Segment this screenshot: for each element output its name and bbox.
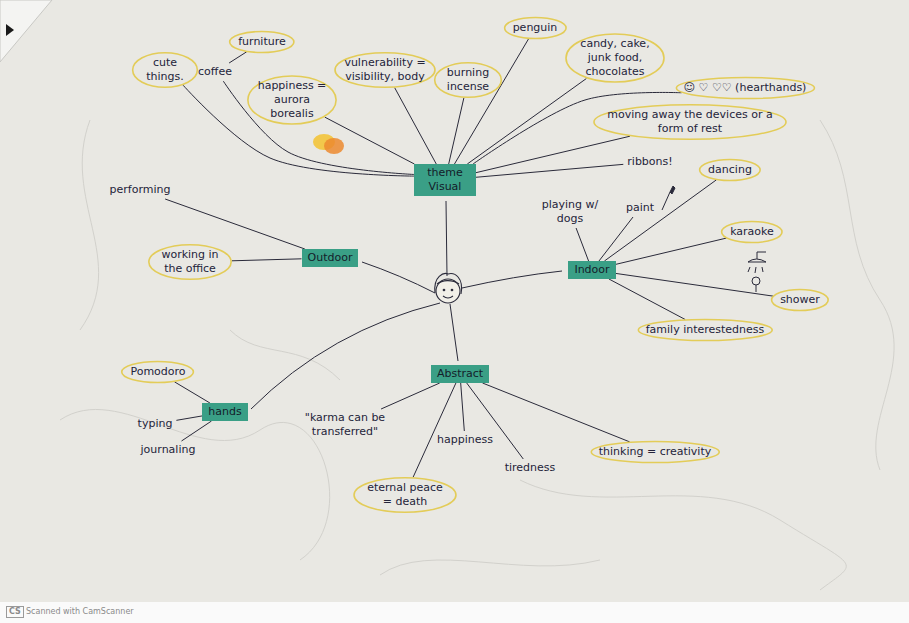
idea-text: tiredness	[501, 459, 560, 477]
idea-text: ribbons!	[627, 155, 672, 169]
branch-line	[616, 238, 727, 264]
idea-text: performing	[106, 181, 175, 199]
idea-text: moving away the devices or a form of res…	[601, 108, 779, 136]
branch-line	[174, 382, 209, 403]
idea-text: burning incense	[443, 66, 493, 94]
idea-text: theme Visual	[420, 166, 470, 194]
branch-line	[473, 92, 682, 164]
branch-line	[616, 273, 773, 296]
circled-idea: moving away the devices or a form of res…	[592, 104, 788, 140]
branch-line	[599, 217, 633, 261]
idea-text: "karma can be transferred"	[290, 409, 400, 441]
branch-line	[476, 164, 623, 177]
idea-text: tiredness	[505, 461, 556, 475]
idea-text: happiness	[437, 433, 493, 447]
idea-text: "karma can be transferred"	[294, 411, 396, 439]
branch-line	[182, 421, 212, 441]
circled-idea: vulnerability = visibility, body	[334, 52, 436, 88]
idea-text: typing	[138, 417, 173, 431]
category-highlight: Indoor	[568, 261, 615, 279]
circled-idea: candy, cake, junk food, chocolates	[565, 33, 665, 83]
face-drawing	[435, 274, 462, 303]
shower-icon	[748, 252, 766, 292]
idea-text: eternal peace = death	[362, 481, 448, 509]
branch-line	[449, 98, 464, 164]
category-highlight: Outdoor	[302, 249, 359, 267]
branch-line	[176, 416, 202, 420]
idea-text: happiness = aurora borealis	[256, 79, 328, 121]
idea-text: family interestedness	[646, 323, 765, 337]
idea-text: cute things.	[141, 56, 189, 84]
idea-text: working in the office	[157, 248, 223, 276]
branch-line	[395, 88, 437, 164]
idea-text: coffee	[198, 65, 232, 79]
branch-line	[413, 383, 456, 477]
branch-line	[461, 383, 465, 431]
circled-idea: furniture	[229, 31, 295, 53]
brush-icon	[662, 186, 675, 210]
circled-idea: cute things.	[132, 52, 198, 88]
category-highlight: Abstract	[431, 365, 489, 383]
category-highlight: theme Visual	[414, 164, 476, 196]
category-highlight: hands	[202, 403, 247, 421]
idea-text: Outdoor	[308, 251, 353, 265]
idea-text: shower	[780, 293, 820, 307]
idea-text: vulnerability = visibility, body	[343, 56, 427, 84]
idea-text: performing	[110, 183, 171, 197]
circled-idea: shower	[771, 289, 829, 311]
branch-line	[223, 81, 414, 174]
circled-idea: karaoke	[721, 221, 783, 243]
idea-text: candy, cake, junk food, chocolates	[574, 37, 656, 79]
idea-text: typing	[134, 415, 177, 433]
circled-idea: ☺ ♡ ♡♡ (hearthands)	[675, 77, 816, 99]
idea-text: coffee	[194, 63, 236, 81]
idea-text: karaoke	[730, 225, 774, 239]
idea-text: penguin	[513, 21, 558, 35]
circled-idea: penguin	[504, 17, 567, 39]
circled-idea: eternal peace = death	[353, 477, 457, 513]
idea-text: paint	[626, 201, 654, 215]
circled-idea: working in the office	[148, 244, 232, 280]
branch-line	[576, 228, 589, 261]
circled-idea: dancing	[699, 159, 761, 181]
idea-text: Abstract	[437, 367, 483, 381]
idea-text: dancing	[708, 163, 752, 177]
circled-idea: burning incense	[434, 62, 502, 98]
scanner-logo: CS	[6, 606, 24, 618]
branch-line	[325, 117, 415, 164]
branch-line	[232, 259, 302, 261]
idea-text: hands	[208, 405, 241, 419]
branch-line	[604, 180, 716, 261]
branch-line	[476, 136, 630, 172]
idea-text: journaling	[137, 441, 200, 459]
branch-line	[381, 383, 440, 409]
idea-text: paint	[622, 199, 658, 217]
circled-idea: Pomodoro	[121, 361, 194, 383]
idea-text: ☺ ♡ ♡♡ (hearthands)	[684, 81, 807, 95]
idea-text: furniture	[238, 35, 286, 49]
idea-text: thinking = creativity	[599, 445, 712, 459]
branch-line	[229, 52, 247, 63]
branch-line	[454, 39, 528, 164]
circled-idea: thinking = creativity	[590, 441, 721, 463]
circled-idea: family interestedness	[637, 319, 774, 341]
idea-text: journaling	[141, 443, 196, 457]
circled-idea: happiness = aurora borealis	[247, 75, 337, 125]
branch-line	[483, 383, 630, 442]
idea-text: happiness	[433, 431, 497, 449]
idea-text: playing w/ dogs	[533, 196, 607, 228]
idea-text: playing w/ dogs	[537, 198, 603, 226]
branch-line	[609, 279, 685, 319]
idea-text: ribbons!	[623, 153, 676, 171]
scanner-watermark: Scanned with CamScanner	[26, 607, 134, 617]
branch-line	[165, 199, 305, 249]
idea-text: Pomodoro	[130, 365, 185, 379]
idea-text: Indoor	[574, 263, 609, 277]
branch-line	[467, 383, 524, 459]
